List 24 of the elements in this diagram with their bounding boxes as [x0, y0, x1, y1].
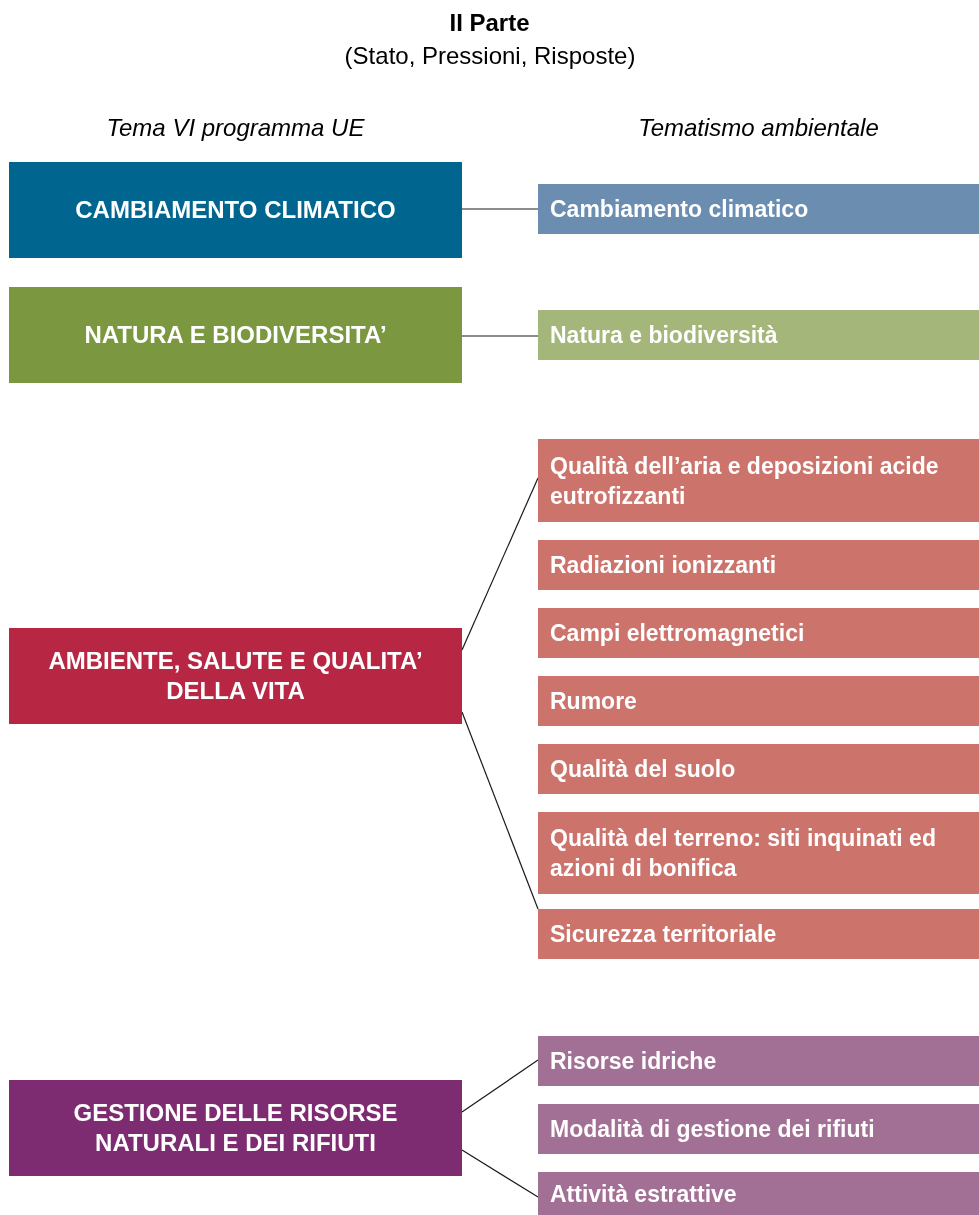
topic-box: Qualità dell’aria e deposizioni acide eutrofizzanti [538, 439, 979, 522]
connector-line [461, 208, 539, 210]
title: II Parte [448, 8, 531, 38]
theme-box: CAMBIAMENTO CLIMATICO [9, 162, 462, 258]
subtitle: (Stato, Pressioni, Risposte) [343, 41, 637, 71]
topic-box: Cambiamento climatico [538, 184, 979, 234]
theme-box: NATURA E BIODIVERSITA’ [9, 287, 462, 383]
column-header: Tematismo ambientale [637, 113, 880, 143]
theme-box: GESTIONE DELLE RISORSE NATURALI E DEI RIFIUTI [9, 1080, 462, 1176]
topic-box: Campi elettromagnetici [538, 608, 979, 658]
connector-line [461, 1059, 539, 1113]
topic-box: Radiazioni ionizzanti [538, 540, 979, 590]
connector-line [461, 1149, 539, 1198]
topic-box: Rumore [538, 676, 979, 726]
topic-box: Modalità di gestione dei rifiuti [538, 1104, 979, 1154]
theme-box: AMBIENTE, SALUTE E QUALITA’ DELLA VITA [9, 628, 462, 724]
topic-box: Qualità del suolo [538, 744, 979, 794]
topic-box: Sicurezza territoriale [538, 909, 979, 959]
connector-line [461, 335, 539, 337]
topic-box: Qualità del terreno: siti inquinati ed azioni di bonifica [538, 812, 979, 894]
topic-box: Risorse idriche [538, 1036, 979, 1086]
topic-box: Natura e biodiversità [538, 310, 979, 360]
topic-box: Attività estrattive [538, 1172, 979, 1215]
column-header: Tema VI programma UE [105, 113, 366, 143]
